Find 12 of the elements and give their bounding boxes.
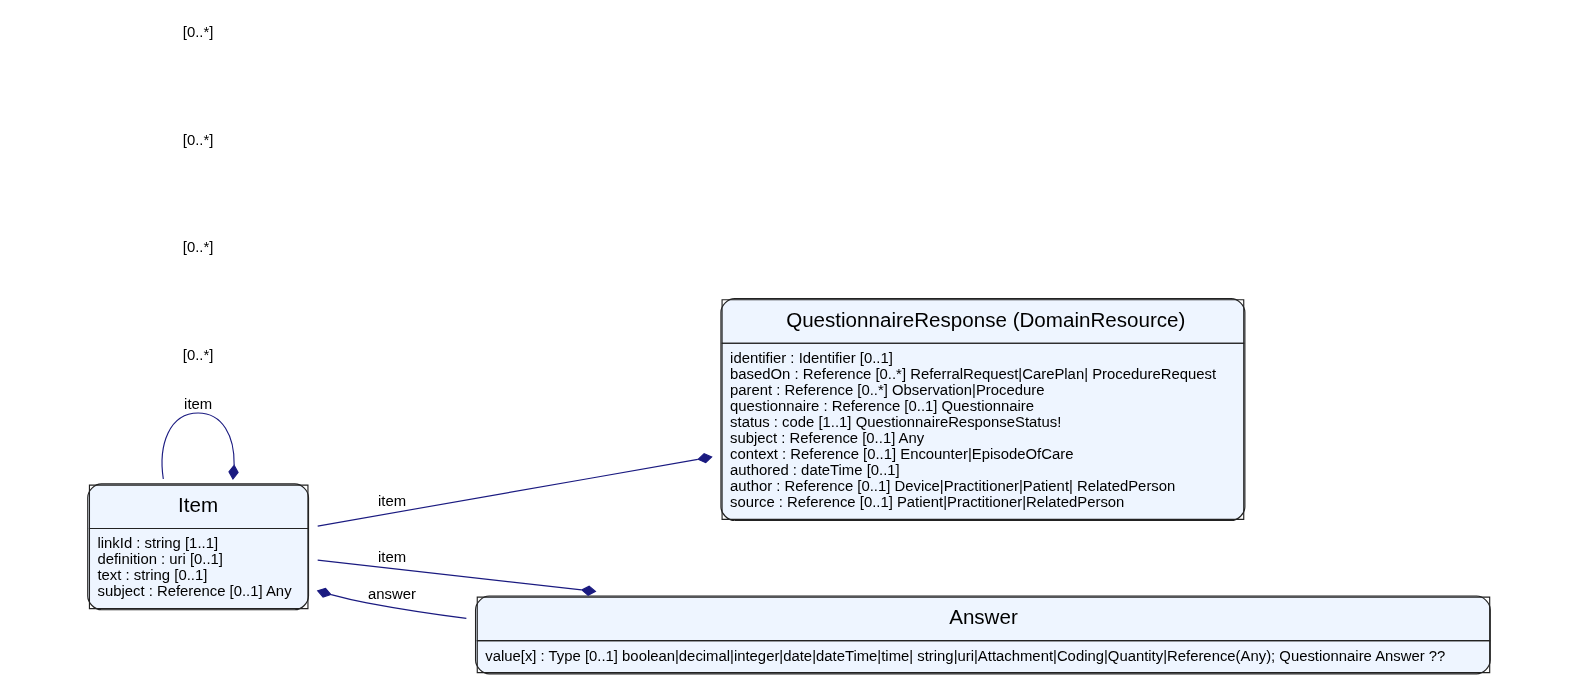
edge-label: item bbox=[377, 549, 407, 566]
connector bbox=[161, 412, 239, 481]
label: [0..*] bbox=[182, 239, 214, 256]
label: [0..*] bbox=[182, 346, 214, 363]
edge-label: answer bbox=[368, 585, 416, 602]
label: [0..*] bbox=[182, 131, 214, 148]
label: [0..*] bbox=[182, 24, 214, 41]
connector bbox=[317, 452, 713, 527]
edge-label: item bbox=[184, 395, 213, 412]
edge-label: item bbox=[377, 493, 407, 510]
connector bbox=[316, 587, 467, 619]
connector bbox=[317, 559, 597, 596]
